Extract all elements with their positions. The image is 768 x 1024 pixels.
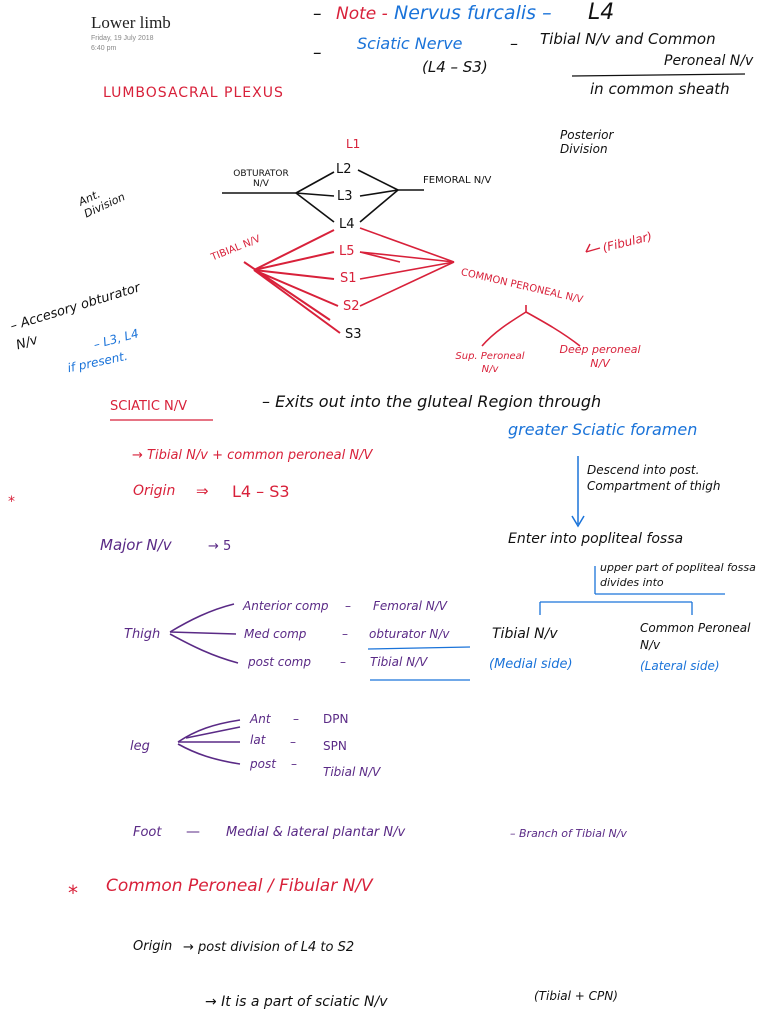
thigh-ant-dash: – <box>345 599 351 613</box>
common-lateral-side: (Lateral side) <box>640 659 720 673</box>
root-l5: L5 <box>339 244 355 259</box>
root-l3: L3 <box>337 189 353 204</box>
peroneal-note: Peroneal N/v <box>664 53 754 69</box>
leg-post-dash: – <box>291 757 297 771</box>
descend-post-compartment: Descend into post. Compartment of thigh <box>587 463 721 494</box>
sciatic-nerve-note: Sciatic Nerve <box>357 34 463 53</box>
sheath-underline <box>571 73 746 77</box>
note-label: Note - <box>336 4 388 24</box>
upper-popliteal: upper part of popliteal fossa divides in… <box>600 561 756 590</box>
common-peroneal-origin-label: Origin <box>133 939 173 954</box>
root-s2: S2 <box>343 299 360 314</box>
leg-post-nerve: Tibial N/V <box>323 765 381 779</box>
leg-ant-dash: – <box>293 712 299 726</box>
posterior-division: Posterior Division <box>560 128 614 157</box>
thigh-ant-nerve: Femoral N/V <box>373 599 447 613</box>
leg-label: leg <box>130 739 150 754</box>
common-peroneal-heading: Common Peroneal / Fibular N/V <box>106 876 373 896</box>
descend-arrow <box>571 456 585 528</box>
common-sheath: in common sheath <box>590 80 730 98</box>
root-l4: L4 <box>339 217 355 232</box>
root-l2: L2 <box>336 162 352 177</box>
note-dash-1: – <box>313 4 322 24</box>
page-time: 6:40 pm <box>91 45 117 52</box>
greater-sciatic-foramen: greater Sciatic foramen <box>508 420 698 439</box>
sciatic-heading: SCIATIC N/V <box>110 399 188 414</box>
thigh-med-nerve: obturator N/v <box>369 627 450 641</box>
nervus-root: L4 <box>588 0 615 25</box>
tibial-branch: Tibial N/v <box>492 626 558 642</box>
page-date: Friday, 19 July 2018 <box>91 35 154 42</box>
root-l1: L1 <box>346 137 361 151</box>
note-dash-2: – <box>313 43 322 63</box>
plexus-heading: LUMBOSACRAL PLEXUS <box>103 85 284 101</box>
leg-ant-comp: Ant <box>250 712 271 726</box>
obturator-branches <box>222 171 335 223</box>
foot-plantar-nerves: Medial & lateral plantar N/v <box>226 825 406 840</box>
leg-fan <box>177 719 241 765</box>
foot-label: Foot <box>133 825 162 840</box>
sciatic-roots: (L4 – S3) <box>422 58 488 76</box>
thigh-post-dash: – <box>340 655 346 669</box>
obturator-label: OBTURATOR N/V <box>233 169 289 189</box>
obturator-underline <box>367 646 471 650</box>
foot-dash: — <box>186 824 200 840</box>
tibial-branches <box>243 229 341 334</box>
thigh-post-comp: post comp <box>248 655 311 669</box>
root-s3: S3 <box>345 327 362 342</box>
leg-post-comp: post <box>250 757 276 771</box>
common-branch: Common Peroneal N/v <box>640 621 751 652</box>
major-nerves-label: Major N/v <box>100 536 172 554</box>
root-s1: S1 <box>340 271 357 286</box>
nervus-furcalis: Nervus furcalis – <box>394 2 552 24</box>
femoral-label: FEMORAL N/V <box>423 175 492 186</box>
thigh-med-comp: Med comp <box>244 627 307 641</box>
sciatic-origin-value: L4 – S3 <box>232 482 290 501</box>
common-peroneal-part-of: → It is a part of sciatic N/v <box>205 994 388 1010</box>
thigh-fan <box>169 603 239 664</box>
leg-lat-dash: – <box>290 735 296 749</box>
sciatic-exits: – Exits out into the gluteal Region thro… <box>262 392 602 411</box>
common-peroneal-star: * <box>68 881 78 905</box>
enter-popliteal: Enter into popliteal fossa <box>508 531 684 547</box>
tibial-medial-side: (Medial side) <box>489 657 573 672</box>
sciatic-components: → Tibial N/v + common peroneal N/V <box>132 448 373 463</box>
common-peroneal-origin-text: → post division of L4 to S2 <box>183 940 355 955</box>
popliteal-bracket <box>539 566 725 615</box>
sciatic-note-dash: – <box>510 34 518 53</box>
leg-ant-nerve: DPN <box>323 712 349 726</box>
leg-lat-nerve: SPN <box>323 739 347 753</box>
page-title: Lower limb <box>91 13 171 32</box>
foot-branch-tibial: – Branch of Tibial N/v <box>510 827 627 840</box>
thigh-post-nerve: Tibial N/V <box>370 655 428 669</box>
common-peroneal-part-paren: (Tibial + CPN) <box>534 989 618 1003</box>
peroneal-split <box>481 305 581 347</box>
major-nerves-count: → 5 <box>208 539 232 554</box>
sciatic-origin-arrow: ⇒ <box>196 482 209 500</box>
thigh-med-dash: – <box>342 627 348 641</box>
superficial-peroneal-label: Sup. Peroneal N/v <box>455 351 525 375</box>
fibular-arrow <box>585 243 601 253</box>
femoral-branches <box>357 169 424 223</box>
common-peroneal-branches <box>359 227 455 307</box>
sciatic-star: * <box>8 494 15 510</box>
tibial-and-common: Tibial N/v and Common <box>540 30 716 48</box>
leg-lat-comp: lat <box>250 733 266 747</box>
thigh-ant-comp: Anterior comp <box>243 599 329 613</box>
thigh-label: Thigh <box>124 627 161 642</box>
sciatic-origin-label: Origin <box>133 483 176 499</box>
